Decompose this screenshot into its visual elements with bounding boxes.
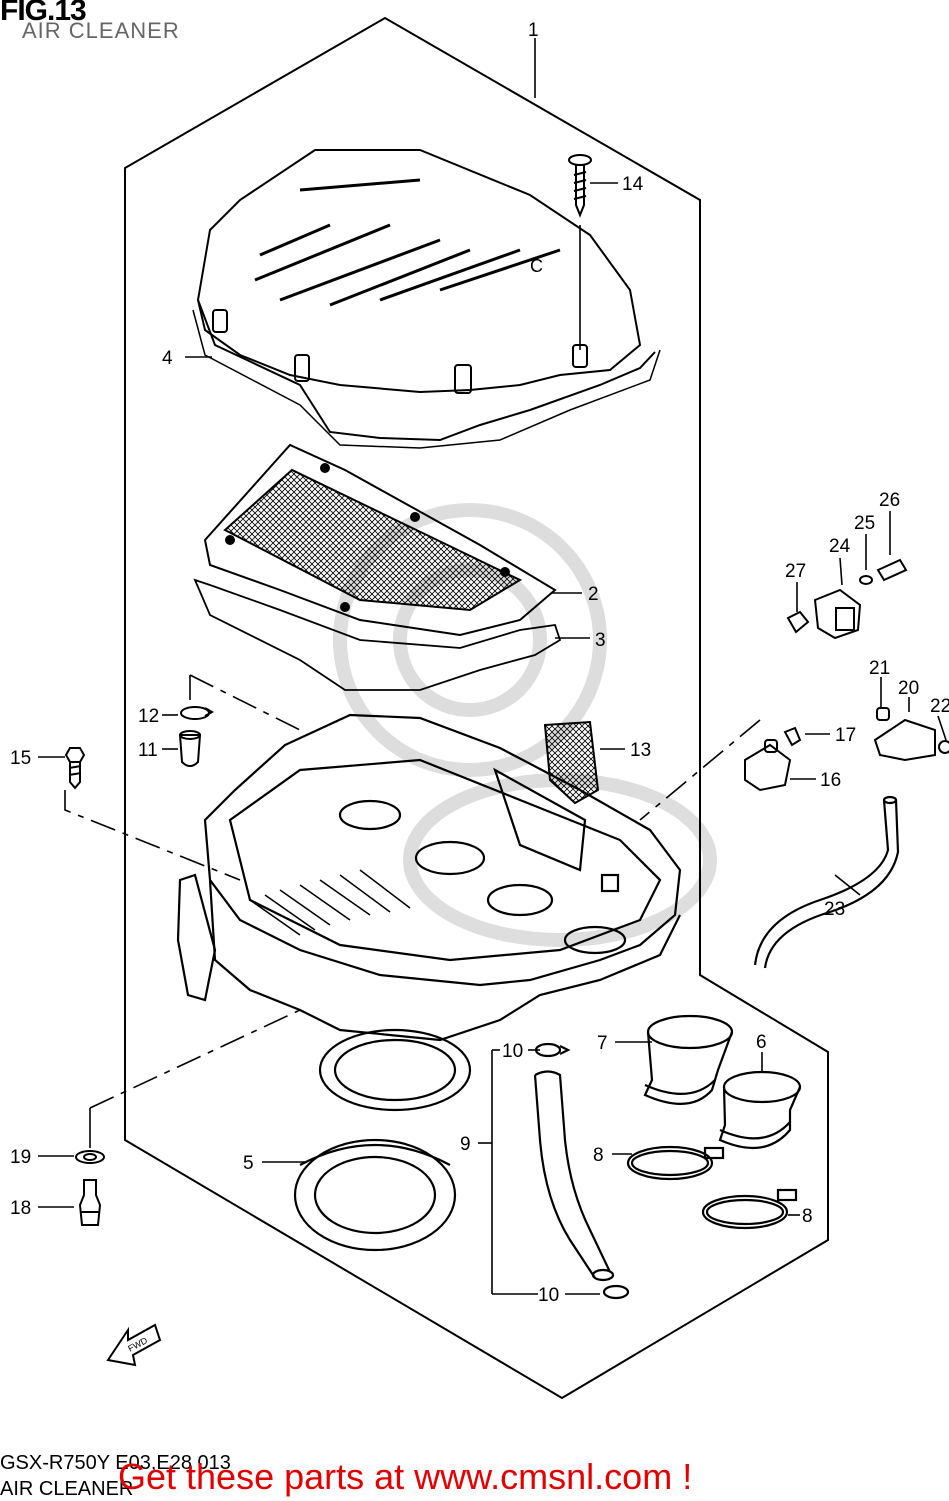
callout-10a: 10 — [502, 1041, 523, 1062]
callout-9: 9 — [460, 1134, 471, 1155]
air-cleaner-cap: C — [192, 149, 661, 449]
callout-5: 5 — [243, 1153, 254, 1174]
figure-section: AIR CLEANER — [0, 1478, 134, 1500]
air-cleaner-element — [203, 443, 557, 637]
callout-25: 25 — [854, 513, 875, 534]
sensor-20-group — [873, 707, 949, 762]
callout-4: 4 — [162, 348, 173, 369]
callout-17: 17 — [835, 725, 856, 746]
element-seal — [193, 578, 562, 691]
callout-3: 3 — [595, 630, 606, 651]
assembly-outline — [124, 16, 829, 1400]
fwd-arrow-icon: FWD — [106, 1323, 162, 1367]
air-cleaner-case — [176, 713, 682, 1112]
figure-code: GSX-R750Y E03,E28 013 — [0, 1452, 231, 1474]
callout-27: 27 — [785, 561, 806, 582]
callout-18: 18 — [10, 1198, 31, 1219]
promo-link[interactable]: Get these parts at www.cmsnl.com ! — [118, 1456, 693, 1497]
callout-numbers: 1 2 3 4 5 6 7 8 8 9 10 10 11 12 13 14 15… — [10, 20, 949, 1306]
callout-22: 22 — [930, 696, 949, 717]
bolt-15 — [64, 747, 86, 790]
hose-23 — [753, 795, 900, 969]
callout-14: 14 — [622, 174, 644, 195]
callout-12: 12 — [138, 706, 159, 727]
callout-10b: 10 — [538, 1285, 559, 1306]
figure-title: FIG.13 — [0, 0, 87, 27]
callout-15: 15 — [10, 748, 31, 769]
leader-lines — [38, 38, 947, 1295]
screw-14 — [568, 154, 592, 218]
figure-subtitle: AIR CLEANER — [22, 18, 180, 43]
seal-ring-5 — [293, 1138, 457, 1252]
callout-8a: 8 — [593, 1145, 604, 1166]
switch-18-washer-19 — [75, 1150, 105, 1226]
callout-2: 2 — [588, 584, 599, 605]
callout-23: 23 — [824, 899, 845, 920]
callout-21: 21 — [869, 658, 890, 679]
callout-6: 6 — [756, 1032, 767, 1053]
callout-16: 16 — [820, 770, 841, 791]
callout-20: 20 — [898, 678, 919, 699]
callout-1: 1 — [528, 20, 539, 41]
sensor-24-group — [786, 558, 908, 640]
cap-11-clamp-12 — [178, 706, 215, 767]
callout-19: 19 — [10, 1147, 31, 1168]
callout-13: 13 — [630, 740, 651, 761]
sensor-16 — [744, 726, 802, 792]
callout-26: 26 — [879, 490, 900, 511]
funnels-6-7-clamps-8 — [626, 1014, 802, 1230]
drain-hose-9 — [533, 1042, 630, 1300]
callout-24: 24 — [829, 536, 851, 557]
callout-7: 7 — [597, 1033, 608, 1054]
callout-11: 11 — [138, 740, 158, 761]
svg-text:C: C — [530, 256, 543, 276]
callout-8b: 8 — [802, 1206, 813, 1227]
part-13-pad — [543, 720, 600, 805]
